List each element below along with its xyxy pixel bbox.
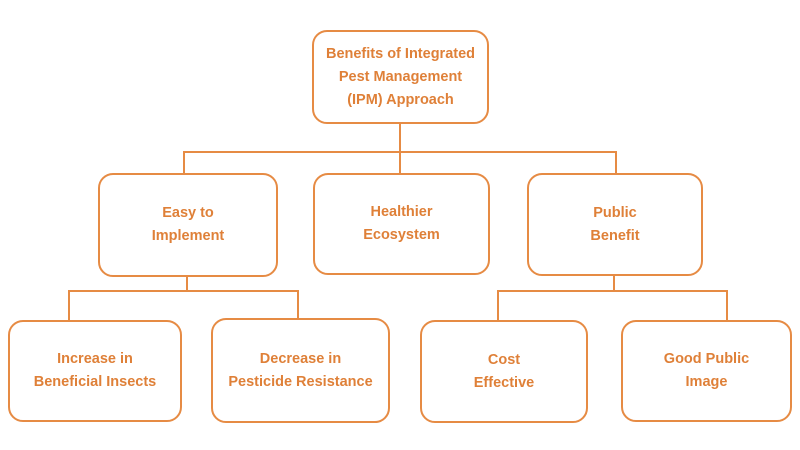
node-label: Effective	[473, 374, 535, 391]
node-label: Public	[593, 204, 637, 221]
connector-easy-stem	[186, 276, 188, 292]
node-label: Beneficial Insects	[33, 374, 157, 390]
connector-root-drop	[399, 123, 401, 174]
node-healthier-ecosystem: Healthier Ecosystem	[313, 173, 490, 275]
node-label: Healthier	[370, 204, 433, 220]
node-label: Cost	[487, 351, 521, 368]
connector-easy-children-horizontal	[68, 290, 299, 292]
node-benefits-ipm: Benefits of Integrated Pest Management (…	[312, 30, 489, 124]
node-label: (IPM) Approach	[347, 91, 454, 108]
connector-public-children-horizontal	[497, 290, 728, 292]
node-cost-effective: Cost Effective	[420, 320, 588, 423]
connector-public-drop	[615, 151, 617, 174]
node-easy-to-implement: Easy to Implement	[98, 173, 278, 277]
connector-good-drop	[726, 290, 728, 321]
node-label: Easy to	[162, 205, 214, 221]
node-label: Pesticide Resistance	[228, 373, 373, 390]
node-label: Increase in	[57, 351, 133, 367]
node-label: Implement	[151, 228, 225, 244]
node-label: Decrease in	[259, 350, 342, 367]
node-label: Good Public	[663, 351, 750, 367]
node-decrease-pesticide-resistance: Decrease in Pesticide Resistance	[211, 318, 390, 423]
node-good-public-image: Good Public Image	[621, 320, 792, 422]
connector-decrease-drop	[297, 290, 299, 319]
connector-easy-drop	[183, 151, 185, 174]
node-label: Pest Management	[338, 68, 463, 85]
connector-increase-drop	[68, 290, 70, 321]
connector-public-stem	[613, 275, 615, 292]
node-label: Image	[685, 374, 728, 390]
connector-cost-drop	[497, 290, 499, 321]
node-increase-beneficial-insects: Increase in Beneficial Insects	[8, 320, 182, 422]
node-label: Benefit	[590, 227, 640, 244]
node-label: Benefits of Integrated	[325, 45, 476, 62]
node-label: Ecosystem	[363, 227, 440, 243]
connector-level2-horizontal	[183, 151, 617, 153]
node-public-benefit: Public Benefit	[527, 173, 703, 276]
